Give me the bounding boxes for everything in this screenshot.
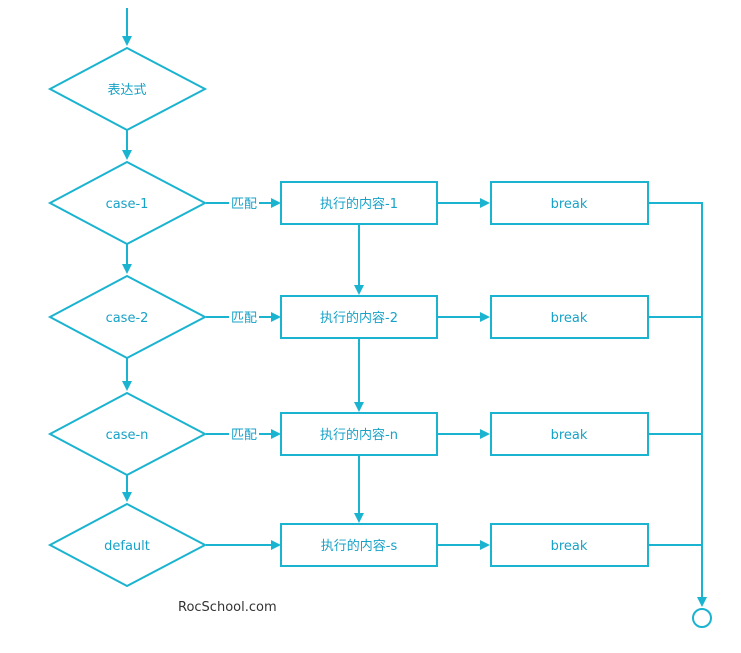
break-n-node: break (490, 412, 649, 456)
default-node: default (47, 502, 208, 588)
action-s-node: 执行的内容-s (280, 523, 438, 567)
expression-node: 表达式 (47, 46, 208, 132)
case-n-node: case-n (47, 391, 208, 477)
break-n-label: break (551, 428, 588, 443)
match-label-bg (229, 308, 259, 326)
break-2-label: break (551, 311, 588, 326)
action-n-node: 执行的内容-n (280, 412, 438, 456)
case-n-label: case-n (106, 428, 149, 443)
case-1-label: case-1 (106, 197, 149, 212)
nodes: 表达式 case-1 case-2 case-n default 执行的内容-1 (47, 46, 712, 628)
break-s-label: break (551, 539, 588, 554)
action-2-node: 执行的内容-2 (280, 295, 438, 339)
match-label: 匹配 (231, 197, 257, 212)
end-node (692, 608, 712, 628)
match-label-bg (229, 194, 259, 212)
expression-label: 表达式 (107, 83, 146, 98)
case-1-node: case-1 (47, 160, 208, 246)
edge-labels: 匹配 匹配 匹配 (229, 194, 259, 443)
default-label: default (104, 539, 150, 554)
break-1-node: break (490, 181, 649, 225)
action-2-label: 执行的内容-2 (320, 310, 398, 326)
match-label: 匹配 (231, 311, 257, 326)
watermark: RocSchool.com (178, 600, 277, 615)
action-1-node: 执行的内容-1 (280, 181, 438, 225)
action-1-label: 执行的内容-1 (320, 196, 398, 212)
case-2-node: case-2 (47, 274, 208, 360)
match-label-bg (229, 425, 259, 443)
break-s-node: break (490, 523, 649, 567)
action-s-label: 执行的内容-s (321, 538, 398, 554)
match-label: 匹配 (231, 428, 257, 443)
case-2-label: case-2 (106, 311, 149, 326)
break-2-node: break (490, 295, 649, 339)
action-n-label: 执行的内容-n (320, 427, 398, 443)
break-1-label: break (551, 197, 588, 212)
